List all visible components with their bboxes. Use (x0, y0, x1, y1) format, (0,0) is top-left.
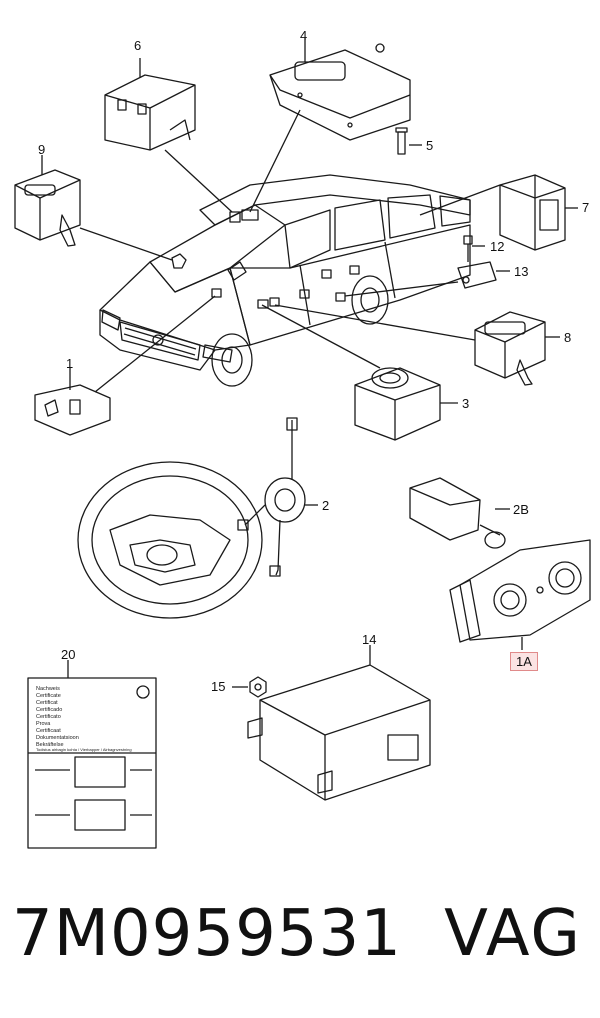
callout-2b: 2B (513, 502, 529, 517)
certificate-line: Nachweis (36, 686, 60, 692)
footer: 7M0959531 VAG (0, 890, 600, 1000)
callout-1: 1 (66, 356, 74, 371)
part-2-clock-spring (237, 417, 318, 577)
certificate-line: Bekräftelse (36, 742, 64, 748)
steering-wheel (77, 461, 263, 619)
callout-1a-highlighted[interactable]: 1A (510, 652, 538, 671)
parts-diagram: Nachweis Certificate Certificat Certific… (14, 38, 591, 849)
certificate-line: Todistus airbagin kohta / Vierbapper / A… (36, 747, 132, 752)
callout-20: 20 (61, 647, 76, 662)
part-20-certificate (27, 660, 157, 849)
callout-7: 7 (582, 200, 590, 215)
part-5-bolt (395, 127, 422, 155)
part-2b-switch (409, 477, 510, 549)
part-12-bolt (463, 235, 485, 262)
callout-3: 3 (462, 396, 470, 411)
certificate-line: Certificate (36, 693, 61, 699)
callout-14: 14 (362, 632, 377, 647)
van-illustration (99, 174, 471, 387)
part-4-bracket (269, 38, 411, 141)
callout-12: 12 (490, 239, 505, 254)
part-number: 7M0959531 (12, 897, 402, 971)
certificate-line: Certificado (36, 707, 62, 713)
part-7-connector (499, 174, 578, 251)
callout-15: 15 (211, 679, 226, 694)
part-13-sensor (457, 261, 510, 289)
callout-9: 9 (38, 142, 46, 157)
certificate-line: Prova (36, 721, 51, 727)
callout-6: 6 (134, 38, 142, 53)
part-6-module (104, 58, 196, 151)
part-14-airbag-control-unit (247, 645, 431, 801)
callout-8: 8 (564, 330, 572, 345)
part-15-nut (232, 676, 267, 698)
part-1a-light-switch (449, 539, 591, 650)
callout-5: 5 (426, 138, 434, 153)
callout-2: 2 (322, 498, 330, 513)
part-3-switch (354, 367, 458, 441)
part-8-switch (474, 311, 560, 386)
certificate-text: Nachweis Certificate Certificat Certific… (36, 686, 132, 752)
certificate-line: Dokumentatsioon (36, 735, 79, 741)
callout-4: 4 (300, 28, 308, 43)
part-9-switch (14, 155, 81, 247)
certificate-line: Certificaat (36, 728, 61, 734)
certificate-line: Certificato (36, 714, 61, 720)
certificate-line: Certificat (36, 700, 58, 706)
callout-13: 13 (514, 264, 529, 279)
brand-label: VAG (444, 897, 582, 971)
part-1-switch (34, 368, 111, 436)
